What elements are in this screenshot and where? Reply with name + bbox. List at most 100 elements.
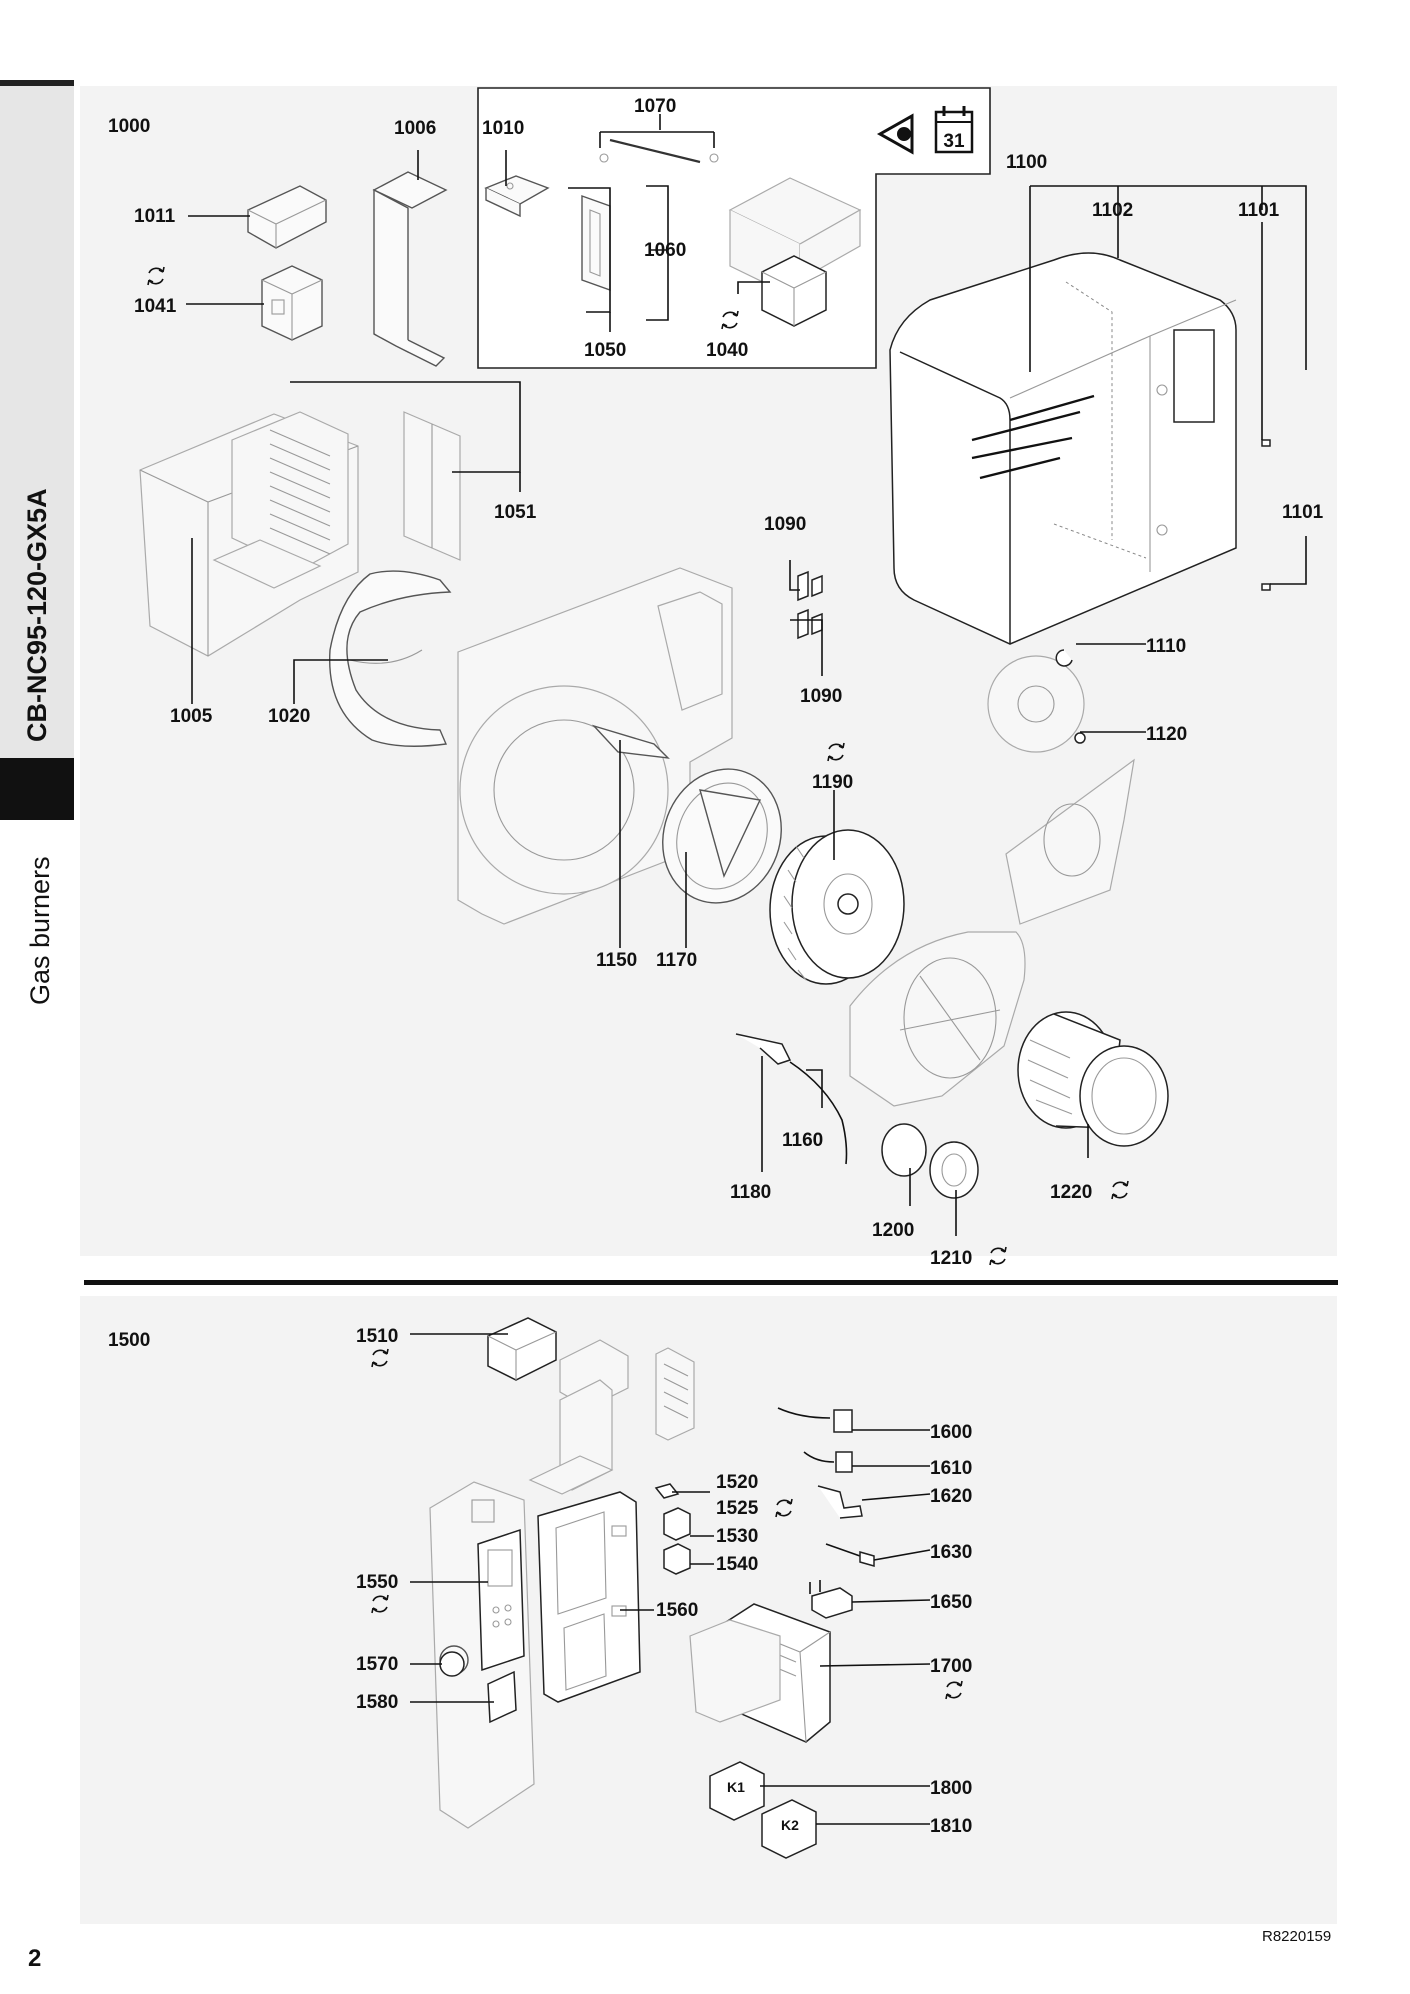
label-1620: 1620 — [930, 1486, 972, 1507]
part-1620-sensor — [817, 1485, 863, 1519]
exchange-icon — [1111, 1180, 1129, 1200]
leader-lines-top — [186, 114, 1307, 1236]
part-1190-fan-wheel — [769, 829, 905, 985]
label-1051: 1051 — [494, 502, 537, 523]
label-1090-a: 1090 — [764, 514, 806, 535]
part-1005-housing — [139, 411, 359, 657]
label-1041: 1041 — [134, 296, 177, 317]
label-1005: 1005 — [170, 706, 213, 727]
label-1070: 1070 — [634, 96, 676, 117]
exchange-icon — [945, 1680, 963, 1700]
part-1006-bracket — [372, 171, 448, 367]
inspection-eye-icon — [876, 113, 914, 155]
part-1600-cable — [777, 1407, 853, 1433]
label-1510: 1510 — [356, 1326, 398, 1347]
part-1220-motor — [1017, 1011, 1169, 1147]
label-1570: 1570 — [356, 1654, 398, 1675]
label-1200: 1200 — [872, 1220, 914, 1241]
part-1110-flange — [987, 649, 1086, 753]
part-1090-clips — [797, 570, 823, 640]
page-number: 2 — [28, 1945, 42, 1972]
label-1810: 1810 — [930, 1816, 972, 1837]
labels-bottom: 1500 1510 1600 1610 1520 1525 1620 1530 … — [108, 1326, 972, 1837]
part-1610-cable — [803, 1451, 853, 1473]
part-1100-hood — [889, 252, 1237, 645]
label-1520: 1520 — [716, 1472, 758, 1493]
part-1051-plate — [403, 411, 461, 561]
label-1060: 1060 — [644, 240, 686, 261]
part-1170-ring — [662, 768, 782, 904]
part-motor-flange-plate — [849, 931, 1026, 1107]
side-tab-background — [0, 86, 74, 758]
labels-top: 1000 1006 1010 1070 1011 1060 1041 1050 … — [108, 96, 1324, 1269]
label-1540: 1540 — [716, 1554, 758, 1575]
part-1650-module — [809, 1580, 853, 1619]
part-1540-connector — [663, 1543, 691, 1575]
exchange-icon — [371, 1348, 389, 1368]
label-1800: 1800 — [930, 1778, 972, 1799]
part-gasket-plate — [1005, 758, 1135, 925]
label-1020: 1020 — [268, 706, 310, 727]
label-1210: 1210 — [930, 1248, 972, 1269]
label-1560: 1560 — [656, 1600, 698, 1621]
label-1101-b: 1101 — [1282, 502, 1324, 523]
label-1525: 1525 — [716, 1498, 759, 1519]
part-1020-duct — [328, 570, 452, 747]
label-1180: 1180 — [730, 1182, 771, 1203]
label-1100: 1100 — [1006, 152, 1047, 173]
part-1560-frame — [537, 1491, 641, 1703]
label-1110: 1110 — [1146, 636, 1186, 657]
label-1600: 1600 — [930, 1422, 972, 1443]
label-1050: 1050 — [584, 340, 626, 361]
part-1070-rod — [599, 138, 719, 164]
group-label-1500: 1500 — [108, 1330, 150, 1351]
label-1220: 1220 — [1050, 1182, 1092, 1203]
label-1150: 1150 — [596, 950, 637, 971]
part-1200-1210 — [881, 1123, 979, 1199]
part-1700-control-unit — [689, 1603, 831, 1743]
relay-k1-marking: K1 — [727, 1779, 745, 1795]
label-1550: 1550 — [356, 1572, 398, 1593]
section-divider — [84, 1280, 1338, 1285]
label-1580: 1580 — [356, 1692, 398, 1713]
part-1040-switch — [761, 255, 827, 327]
exchange-icon — [775, 1498, 793, 1518]
label-1190: 1190 — [812, 772, 853, 793]
part-1510-transformer — [487, 1317, 557, 1381]
label-1101-a: 1101 — [1238, 200, 1280, 221]
reference-code: R8220159 — [1262, 1928, 1332, 1945]
label-1170: 1170 — [656, 950, 697, 971]
label-1630: 1630 — [930, 1542, 972, 1563]
label-1530: 1530 — [716, 1526, 758, 1547]
part-1630-sensor — [825, 1543, 875, 1567]
part-1530-connector — [663, 1507, 691, 1541]
part-1550-display — [477, 1528, 525, 1672]
part-1800-relay: K1 — [709, 1761, 765, 1821]
part-1011-cover — [247, 185, 327, 249]
relay-k2-marking: K2 — [781, 1817, 799, 1833]
label-1040: 1040 — [706, 340, 748, 361]
label-1006: 1006 — [394, 118, 436, 139]
label-1160: 1160 — [782, 1130, 823, 1151]
group-label-1000: 1000 — [108, 116, 150, 137]
part-1810-relay: K2 — [761, 1799, 817, 1859]
calendar-icon: 31 — [934, 106, 974, 154]
label-1120: 1120 — [1146, 724, 1187, 745]
exchange-icon — [989, 1246, 1007, 1266]
part-1180-electrode — [735, 1033, 848, 1165]
side-top-bar — [0, 80, 74, 88]
exchange-icon — [827, 742, 845, 762]
part-1041-switch — [261, 265, 323, 341]
label-1102: 1102 — [1092, 200, 1133, 221]
part-bottom-bracket — [528, 1339, 629, 1495]
side-tab-marker — [0, 758, 74, 820]
exchange-icon — [147, 266, 165, 286]
label-1610: 1610 — [930, 1458, 972, 1479]
leader-lines-bottom — [410, 1333, 931, 1825]
part-1060-plate — [581, 195, 611, 291]
part-1101-screws — [1261, 439, 1271, 591]
calendar-day: 31 — [943, 131, 965, 152]
exploded-view-panel-1500 — [80, 1296, 1337, 1924]
label-1650: 1650 — [930, 1592, 972, 1613]
